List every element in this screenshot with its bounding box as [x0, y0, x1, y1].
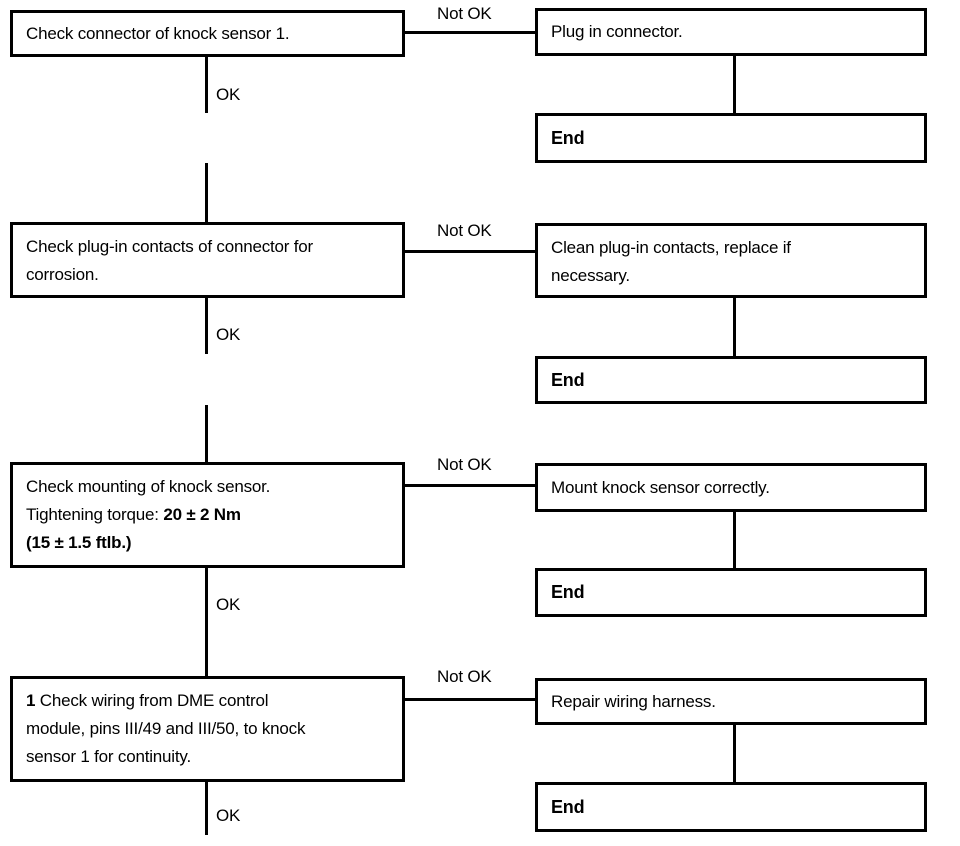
- node-clean-contacts: Clean plug-in contacts, replace if neces…: [535, 223, 927, 298]
- node-text: Mount knock sensor correctly.: [551, 477, 770, 497]
- node-text-line: 1 Check wiring from DME control: [26, 687, 389, 715]
- node-text-line: Check plug-in contacts of connector for: [26, 237, 314, 256]
- node-text: Check wiring from DME control: [35, 691, 269, 710]
- connector-not-ok-2: [405, 250, 535, 253]
- end-label: End: [551, 582, 585, 602]
- node-text-line: (15 ± 1.5 ftlb.): [26, 529, 389, 557]
- connector-ok-1-upper: [205, 57, 208, 113]
- node-mount-sensor: Mount knock sensor correctly.: [535, 463, 927, 512]
- ok-label: OK: [216, 325, 241, 344]
- connector-remedy-end-2: [733, 298, 736, 356]
- ok-label: OK: [216, 595, 241, 614]
- connector-remedy-end-3: [733, 512, 736, 568]
- end-node-2: End: [535, 356, 927, 404]
- end-label: End: [551, 127, 585, 148]
- connector-not-ok-3: [405, 484, 535, 487]
- node-text-line: Tightening torque: 20 ± 2 Nm: [26, 501, 389, 529]
- ok-label: OK: [216, 85, 241, 104]
- not-ok-label: Not OK: [437, 221, 492, 240]
- node-text-line: sensor 1 for continuity.: [26, 747, 191, 766]
- connector-remedy-end-4: [733, 725, 736, 782]
- connector-remedy-end-1: [733, 56, 736, 113]
- connector-ok-2-upper: [205, 298, 208, 354]
- connector-ok-3: [205, 568, 208, 676]
- connector-ok-2-lower: [205, 405, 208, 462]
- node-text-line: necessary.: [551, 266, 630, 285]
- ok-label: OK: [216, 806, 241, 825]
- torque-imperial-value: (15 ± 1.5 ftlb.): [26, 533, 132, 552]
- connector-not-ok-1: [405, 31, 535, 34]
- not-ok-label: Not OK: [437, 667, 492, 686]
- connector-ok-4: [205, 782, 208, 835]
- torque-metric-value: 20 ± 2 Nm: [163, 505, 241, 524]
- node-text-line: Check mounting of knock sensor.: [26, 477, 271, 496]
- connector-not-ok-4: [405, 698, 535, 701]
- node-plug-in-connector: Plug in connector.: [535, 8, 927, 56]
- node-text: Repair wiring harness.: [551, 691, 716, 711]
- connector-ok-1-lower: [205, 163, 208, 222]
- node-check-wiring: 1 Check wiring from DME control module, …: [10, 676, 405, 782]
- not-ok-label: Not OK: [437, 455, 492, 474]
- node-check-contacts: Check plug-in contacts of connector for …: [10, 222, 405, 298]
- end-label: End: [551, 369, 585, 390]
- node-text-line: Clean plug-in contacts, replace if: [551, 238, 791, 257]
- end-label: End: [551, 796, 585, 817]
- node-text-line: corrosion.: [26, 265, 99, 284]
- node-text: Check connector of knock sensor 1.: [26, 23, 290, 43]
- node-check-connector: Check connector of knock sensor 1.: [10, 10, 405, 57]
- end-node-3: End: [535, 568, 927, 617]
- node-check-mounting: Check mounting of knock sensor. Tighteni…: [10, 462, 405, 568]
- node-text-line: module, pins III/49 and III/50, to knock: [26, 719, 306, 738]
- torque-label: Tightening torque:: [26, 505, 164, 524]
- end-node-4: End: [535, 782, 927, 832]
- end-node-1: End: [535, 113, 927, 163]
- step-number: 1: [26, 691, 36, 710]
- node-repair-harness: Repair wiring harness.: [535, 678, 927, 725]
- node-text: Plug in connector.: [551, 22, 683, 41]
- not-ok-label: Not OK: [437, 4, 492, 23]
